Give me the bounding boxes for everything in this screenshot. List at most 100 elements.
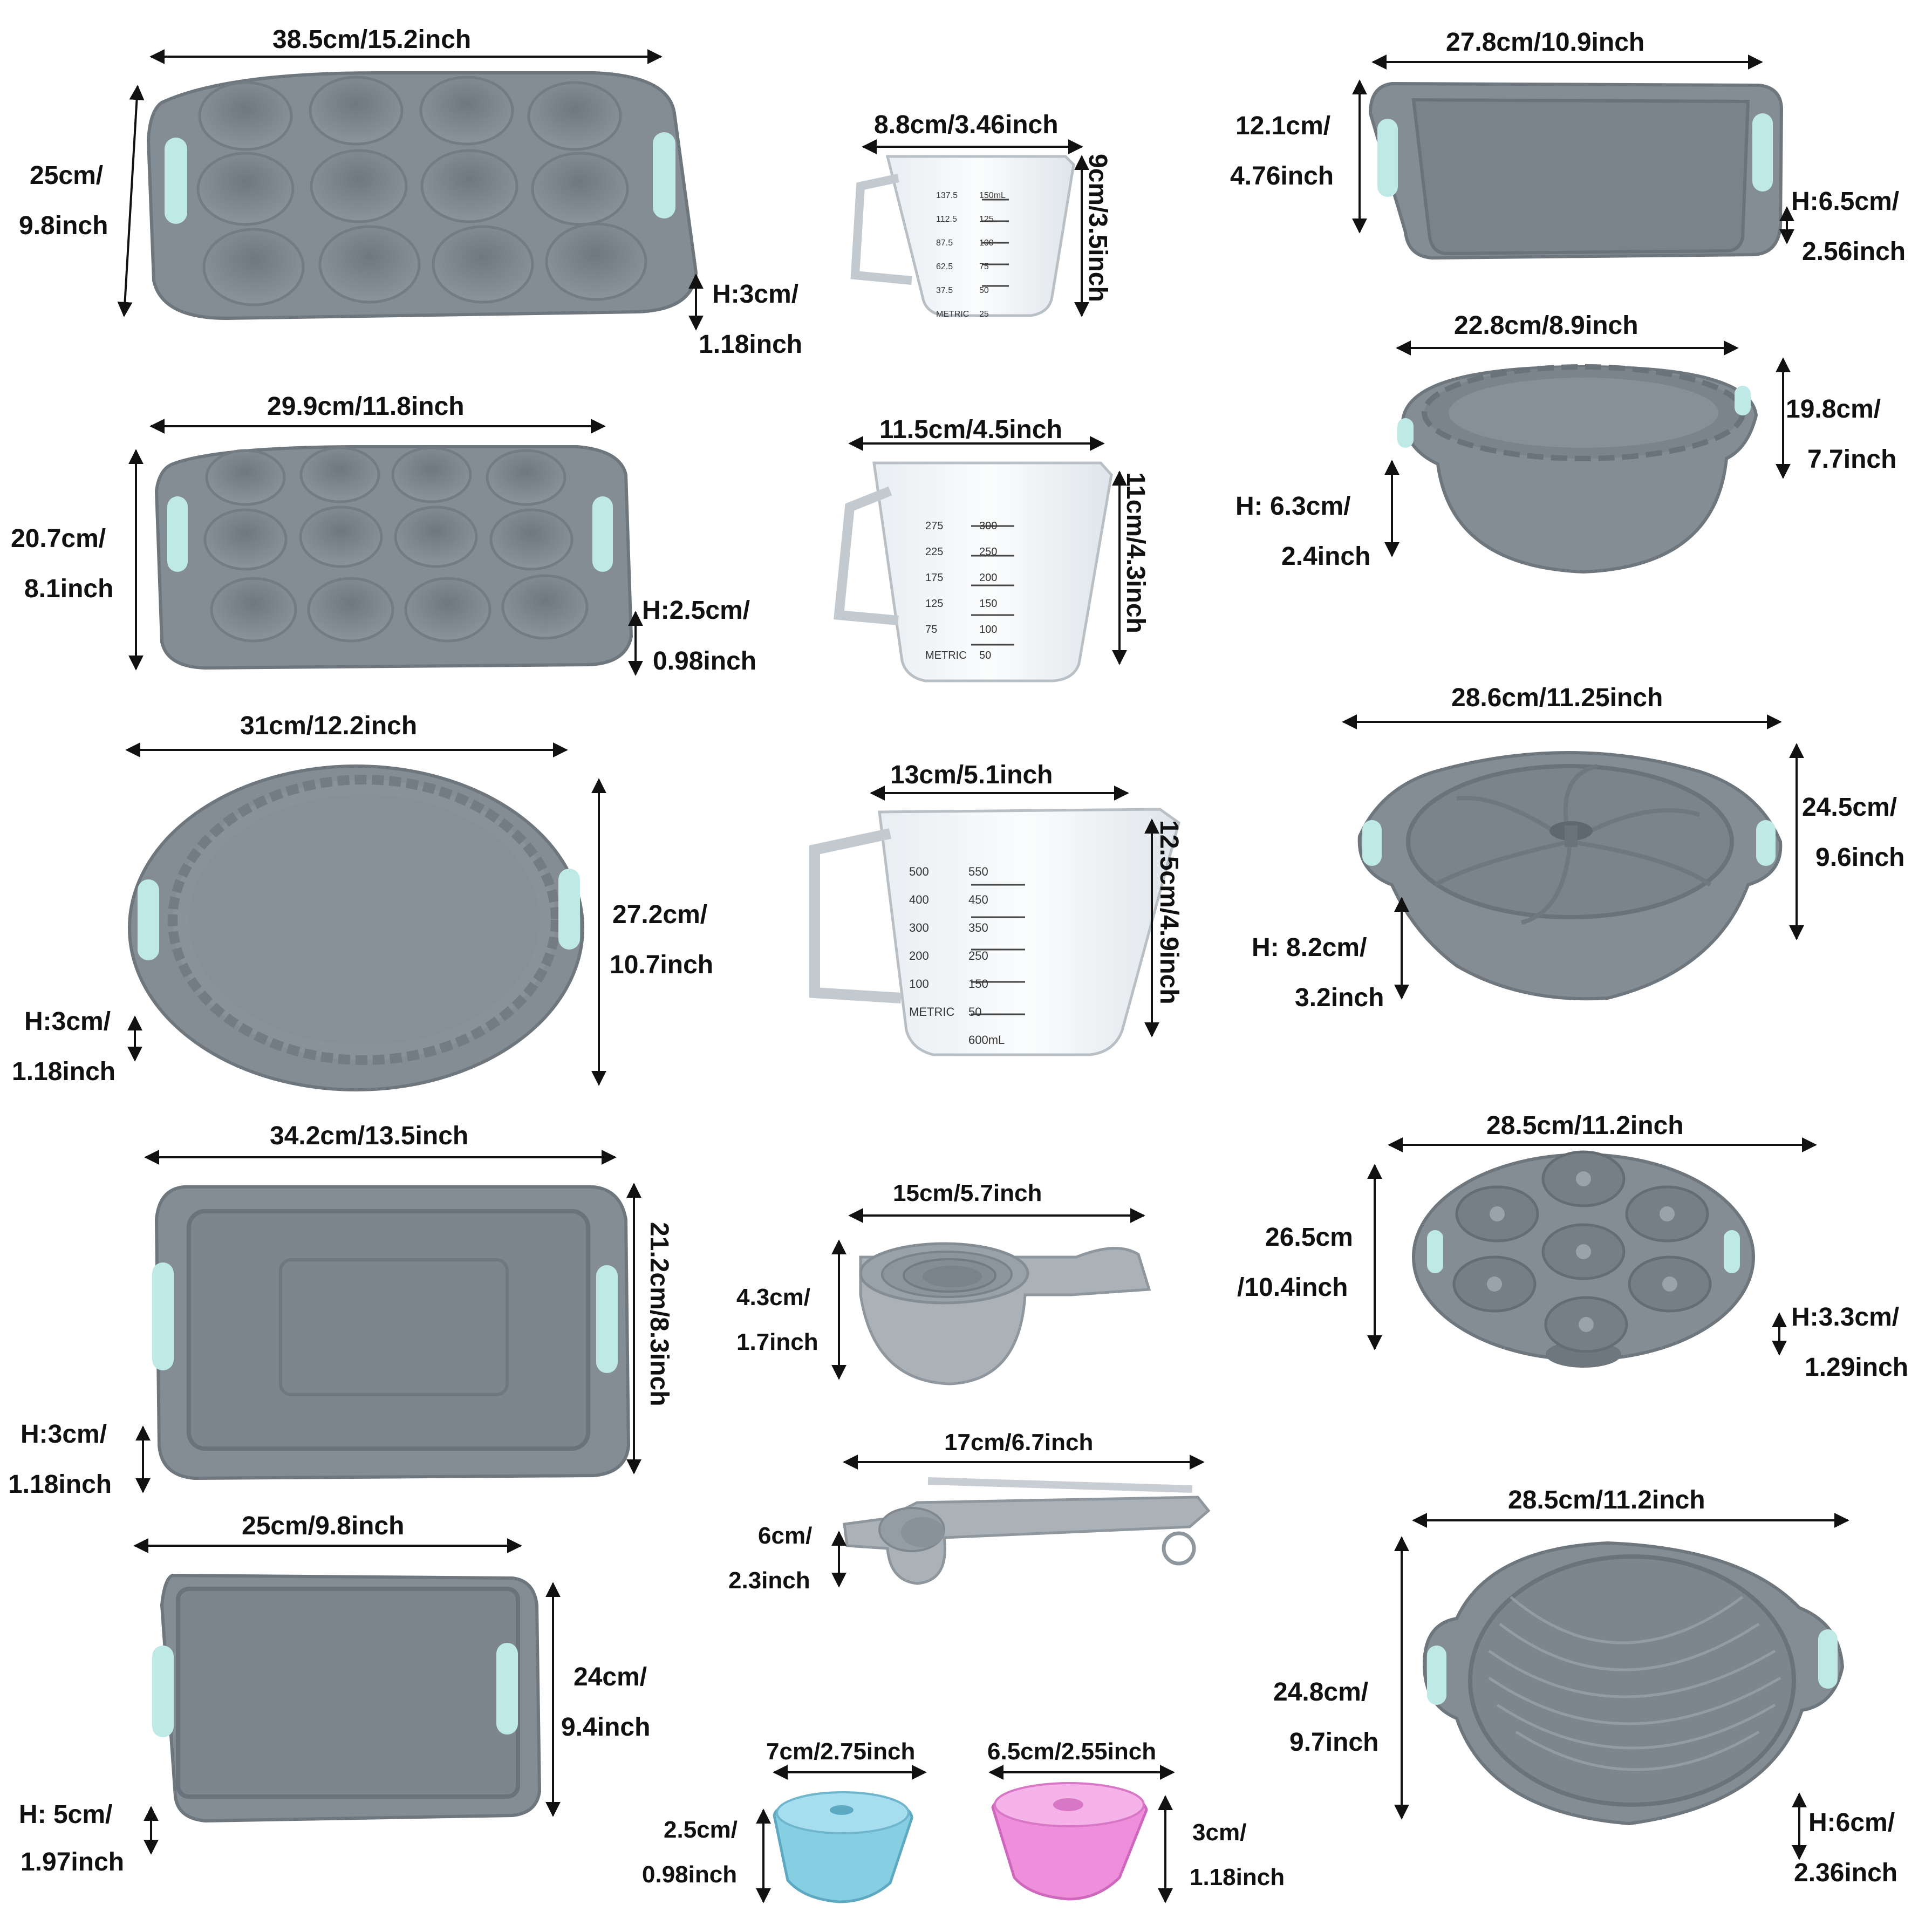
donut-height-label-2: 1.29inch bbox=[1805, 1353, 1909, 1382]
jug-mark: 200 bbox=[909, 949, 929, 962]
jug-mark: METRIC bbox=[936, 310, 970, 319]
jug-mark: 50 bbox=[968, 1005, 982, 1019]
fluted-depth-label: 19.8cm/ bbox=[1786, 395, 1881, 424]
jug-medium-height-label: 11cm/4.3inch bbox=[1121, 472, 1150, 633]
jug-mark: 350 bbox=[968, 921, 988, 934]
round-cake-pan bbox=[1422, 1541, 1845, 1826]
muffin-small-depth-label: 20.7cm/ bbox=[11, 524, 106, 553]
jug-mark: 50 bbox=[979, 286, 989, 295]
muffin-large-width-label: 38.5cm/15.2inch bbox=[272, 25, 472, 54]
muffin-small-width-label: 29.9cm/11.8inch bbox=[267, 392, 465, 421]
loaf-height-label: H:6.5cm/ bbox=[1791, 187, 1900, 216]
jug-mark: 150 bbox=[968, 977, 988, 991]
measuring-cups-set bbox=[859, 1242, 1151, 1385]
tart-depth-label-2: 10.7inch bbox=[610, 951, 714, 979]
cups-width-label: 15cm/5.7inch bbox=[893, 1180, 1042, 1206]
round-depth-label-2: 9.7inch bbox=[1289, 1728, 1379, 1757]
bundt-depth-label: 24.5cm/ bbox=[1802, 793, 1897, 822]
jug-mark: 75 bbox=[925, 624, 938, 636]
jug-mark: 62.5 bbox=[936, 262, 953, 271]
mini-bundt-pink bbox=[991, 1782, 1148, 1901]
round-width-label: 28.5cm/11.2inch bbox=[1508, 1486, 1705, 1514]
jug-medium-width-label: 11.5cm/4.5inch bbox=[879, 415, 1062, 444]
muffin-large-height-label: H:3cm/ bbox=[712, 280, 799, 309]
bundt-pan bbox=[1357, 751, 1783, 1001]
spoons-width-label: 17cm/6.7inch bbox=[944, 1429, 1094, 1456]
spoons-height-label-2: 2.3inch bbox=[728, 1567, 810, 1594]
fluted-height-label: H: 6.3cm/ bbox=[1235, 492, 1351, 521]
mini-pink-height-label-2: 1.18inch bbox=[1190, 1864, 1285, 1890]
mini-blue-width-label: 7cm/2.75inch bbox=[766, 1738, 916, 1765]
jug-mark: 75 bbox=[979, 262, 989, 271]
square-width-label: 25cm/9.8inch bbox=[242, 1512, 405, 1540]
loaf-depth-label-2: 4.76inch bbox=[1230, 162, 1334, 190]
donut-width-label: 28.5cm/11.2inch bbox=[1486, 1111, 1684, 1140]
mini-blue-height-label: 2.5cm/ bbox=[664, 1817, 738, 1843]
muffin-large-height-label-2: 1.18inch bbox=[699, 330, 803, 359]
tart-pan bbox=[128, 764, 584, 1091]
measuring-jug-large bbox=[809, 808, 1180, 1056]
jug-mark: 100 bbox=[909, 977, 929, 991]
rect-height-label-2: 1.18inch bbox=[8, 1470, 112, 1499]
donut-depth-label-2: /10.4inch bbox=[1237, 1273, 1348, 1302]
fluted-width-label: 22.8cm/8.9inch bbox=[1454, 311, 1639, 340]
round-depth-label: 24.8cm/ bbox=[1273, 1678, 1369, 1706]
handle bbox=[653, 132, 675, 219]
jug-mark: 87.5 bbox=[936, 238, 953, 248]
mini-pink-height-label: 3cm/ bbox=[1192, 1819, 1247, 1846]
jug-mark: 150 bbox=[979, 598, 998, 610]
jug-mark: 500 bbox=[909, 865, 929, 878]
muffin-small-depth-label-2: 8.1inch bbox=[24, 575, 114, 603]
rect-width-label: 34.2cm/13.5inch bbox=[270, 1122, 469, 1150]
square-depth-label-2: 9.4inch bbox=[561, 1713, 651, 1742]
bundt-width-label: 28.6cm/11.25inch bbox=[1451, 684, 1663, 712]
muffin-large-depth-label-2: 9.8inch bbox=[19, 211, 108, 240]
jug-mark: 100 bbox=[979, 624, 998, 636]
muffin-small-height-label: H:2.5cm/ bbox=[642, 596, 750, 625]
square-height-label-2: 1.97inch bbox=[21, 1848, 125, 1876]
jug-mark: 200 bbox=[979, 572, 998, 584]
loaf-width-label: 27.8cm/10.9inch bbox=[1446, 28, 1645, 57]
jug-mark: METRIC bbox=[909, 1005, 955, 1019]
jug-large-width-label: 13cm/5.1inch bbox=[890, 761, 1053, 789]
jug-mark: 25 bbox=[979, 310, 989, 319]
loaf-depth-label: 12.1cm/ bbox=[1235, 112, 1331, 140]
cups-height-label: 4.3cm/ bbox=[736, 1284, 810, 1310]
jug-mark: 275 bbox=[925, 520, 944, 532]
square-depth-label: 24cm/ bbox=[574, 1663, 647, 1691]
jug-mark: 250 bbox=[968, 949, 988, 962]
donut-height-label: H:3.3cm/ bbox=[1791, 1303, 1900, 1332]
mini-pink-width-label: 6.5cm/2.55inch bbox=[987, 1738, 1157, 1765]
donut-pan bbox=[1412, 1150, 1755, 1368]
bundt-depth-label-2: 9.6inch bbox=[1815, 843, 1905, 872]
tart-height-label: H:3cm/ bbox=[24, 1007, 111, 1036]
jug-mark: 450 bbox=[968, 893, 988, 906]
jug-mark: 175 bbox=[925, 572, 944, 584]
jug-large-height-label: 12.5cm/4.9inch bbox=[1155, 820, 1183, 1005]
loaf-height-label-2: 2.56inch bbox=[1802, 237, 1906, 266]
jug-mark: 125 bbox=[979, 215, 994, 224]
rect-height-label: H:3cm/ bbox=[21, 1420, 107, 1449]
tart-width-label: 31cm/12.2inch bbox=[240, 712, 418, 740]
tart-height-label-2: 1.18inch bbox=[12, 1057, 116, 1086]
muffin-large-depth-label: 25cm/ bbox=[30, 161, 104, 190]
bundt-height-label: H: 8.2cm/ bbox=[1252, 933, 1367, 962]
jug-mark: 300 bbox=[909, 921, 929, 934]
measuring-spoons-set bbox=[843, 1477, 1211, 1585]
jug-small-height-label: 9cm/3.5inch bbox=[1083, 154, 1112, 302]
muffin-pan-large bbox=[146, 71, 698, 320]
jug-mark: 137.5 bbox=[936, 191, 958, 200]
round-height-label-2: 2.36inch bbox=[1794, 1859, 1898, 1887]
tart-depth-label: 27.2cm/ bbox=[612, 900, 708, 929]
jug-mark: 112.5 bbox=[936, 215, 957, 224]
square-height-label: H: 5cm/ bbox=[19, 1800, 113, 1829]
mini-bundt-blue bbox=[773, 1791, 913, 1903]
muffin-pan-small bbox=[154, 445, 633, 670]
jug-mark: 250 bbox=[979, 546, 998, 558]
jug-mark: 550 bbox=[968, 865, 988, 878]
jug-mark: 300 bbox=[979, 520, 998, 532]
square-pan bbox=[152, 1573, 542, 1823]
jug-mark: 150mL bbox=[979, 191, 1006, 200]
loaf-pan bbox=[1368, 81, 1784, 260]
